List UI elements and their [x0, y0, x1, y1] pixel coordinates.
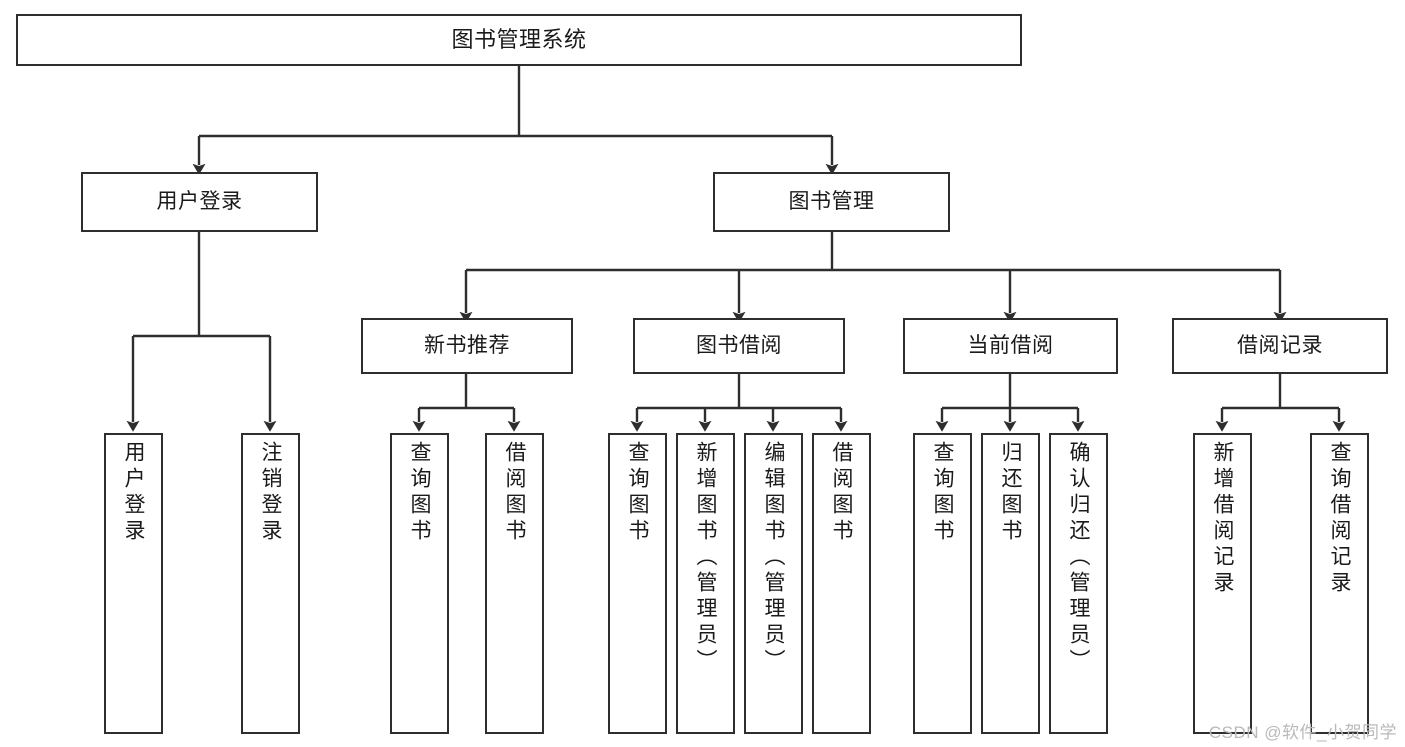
node-label: 图书管理系统: [451, 27, 587, 53]
node-label: 查询图书: [626, 441, 649, 545]
node-current-borrowing[interactable]: 当前借阅: [903, 318, 1118, 374]
node-label: 新书推荐: [424, 333, 510, 357]
leaf-edit-book-admin[interactable]: 编辑图书（管理员）: [744, 433, 803, 734]
node-label: 确认归还（管理员）: [1067, 441, 1090, 675]
csdn-watermark: CSDN @软件_小贺同学: [1208, 723, 1397, 742]
leaf-query-books-recommend[interactable]: 查询图书: [390, 433, 449, 734]
node-label: 图书管理: [788, 189, 875, 213]
leaf-query-books-current[interactable]: 查询图书: [913, 433, 972, 734]
leaf-add-book-admin[interactable]: 新增图书（管理员）: [676, 433, 735, 734]
node-label: 借阅图书: [830, 441, 853, 545]
node-label: 图书借阅: [696, 333, 782, 357]
node-label: 当前借阅: [967, 333, 1054, 357]
node-label: 归还图书: [999, 441, 1022, 545]
node-borrowing-record[interactable]: 借阅记录: [1172, 318, 1388, 374]
leaf-confirm-return-admin[interactable]: 确认归还（管理员）: [1049, 433, 1108, 734]
node-label: 编辑图书（管理员）: [762, 441, 785, 675]
node-root-book-management-system[interactable]: 图书管理系统: [16, 14, 1022, 66]
node-label: 新增借阅记录: [1211, 441, 1234, 597]
leaf-borrow-books[interactable]: 借阅图书: [812, 433, 871, 734]
node-book-borrowing[interactable]: 图书借阅: [633, 318, 845, 374]
node-book-management[interactable]: 图书管理: [713, 172, 950, 232]
node-label: 新增图书（管理员）: [694, 441, 717, 675]
leaf-query-borrow-record[interactable]: 查询借阅记录: [1310, 433, 1369, 734]
node-label: 借阅记录: [1237, 333, 1323, 357]
leaf-add-borrow-record[interactable]: 新增借阅记录: [1193, 433, 1252, 734]
node-label: 用户登录: [156, 189, 243, 213]
leaf-return-books[interactable]: 归还图书: [981, 433, 1040, 734]
node-label: 借阅图书: [503, 441, 526, 545]
node-user-login[interactable]: 用户登录: [81, 172, 318, 232]
leaf-query-books-borrow[interactable]: 查询图书: [608, 433, 667, 734]
node-new-book-recommendation[interactable]: 新书推荐: [361, 318, 573, 374]
leaf-borrow-books-recommend[interactable]: 借阅图书: [485, 433, 544, 734]
node-label: 注销登录: [259, 441, 282, 545]
leaf-logout[interactable]: 注销登录: [241, 433, 300, 734]
node-label: 查询图书: [408, 441, 431, 545]
node-label: 查询图书: [931, 441, 954, 545]
node-label: 查询借阅记录: [1328, 441, 1351, 597]
node-label: 用户登录: [122, 441, 145, 545]
leaf-user-login[interactable]: 用户登录: [104, 433, 163, 734]
